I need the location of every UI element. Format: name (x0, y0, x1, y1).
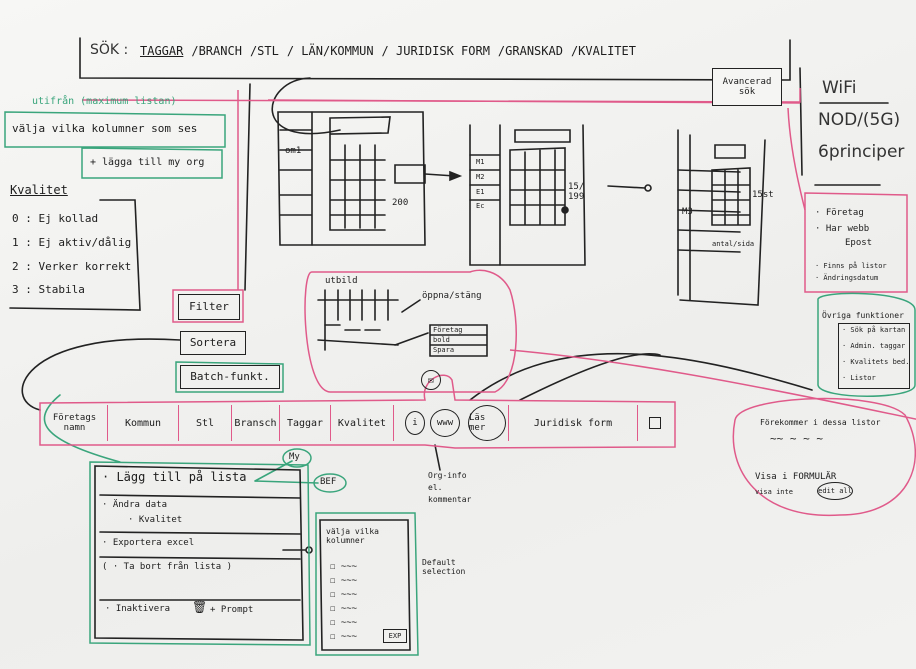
screen3-label: M3 (682, 207, 693, 217)
quality-level-1: 1 : Ej aktiv/dålig (12, 236, 132, 249)
org-info-note: Org-info el. kommentar (428, 471, 472, 504)
detail-item: · Finns på listor (815, 262, 887, 270)
screen3-count: 15st (752, 190, 774, 200)
mail-icon[interactable]: ✉ (421, 370, 441, 390)
deactivate-item[interactable]: · Inaktivera (105, 604, 171, 614)
note-nod: NOD/(5G) (818, 110, 901, 130)
column-quality[interactable]: Kvalitet (331, 405, 394, 441)
other-function-item[interactable]: · Sök på kartan (842, 326, 906, 334)
screen2-item: E1 (476, 188, 485, 196)
batch-functions-button[interactable]: Batch-funkt. (180, 365, 280, 389)
search-label: SÖK : (90, 42, 129, 58)
column-municipality[interactable]: Kommun (108, 405, 179, 441)
filter-county[interactable]: / LÄN/KOMMUN (286, 44, 374, 58)
add-my-org-button[interactable]: + lägga till my org (90, 157, 205, 168)
edit-all-button[interactable]: edit all (817, 482, 853, 500)
screen1-label: om1 (285, 146, 302, 156)
note-wifi: WiFi (822, 78, 857, 98)
quality-level-3: 3 : Stabila (12, 283, 85, 296)
filter-button[interactable]: Filter (178, 294, 240, 320)
column-legal-form[interactable]: Juridisk form (508, 405, 638, 441)
read-more-link[interactable]: Läs mer (468, 405, 506, 441)
column-checkbox[interactable]: ☐ ~~~ (330, 576, 358, 586)
hide-label: visa inte (755, 488, 793, 496)
utbild-menu-item[interactable]: bold (433, 336, 450, 344)
www-link[interactable]: www (430, 409, 460, 437)
column-tags[interactable]: Taggar (280, 405, 331, 441)
add-to-list-item[interactable]: · Lägg till på lista (102, 470, 247, 484)
filter-tags[interactable]: TAGGAR (140, 44, 184, 58)
other-functions-list: · Sök på kartan · Admin. taggar · Kvalit… (838, 323, 910, 389)
screen2-item: M1 (476, 158, 485, 166)
column-checkbox[interactable]: ☐ ~~~ (330, 632, 358, 642)
column-checkbox-list: ☐ ~~~ ☐ ~~~ ☐ ~~~ ☐ ~~~ ☐ ~~~ ☐ ~~~ (330, 560, 357, 644)
change-quality-item[interactable]: · Kvalitet (128, 515, 183, 525)
columns-hint: utifrån (maximum listan) (32, 96, 177, 107)
filter-branch[interactable]: /BRANCH (191, 44, 242, 58)
export-excel-item[interactable]: · Exportera excel (102, 538, 195, 548)
checkbox-icon[interactable] (649, 417, 661, 429)
search-filter-list: TAGGAR /BRANCH /STL / LÄN/KOMMUN / JURID… (140, 44, 636, 58)
utbild-menu-item[interactable]: Företag (433, 326, 463, 334)
filter-quality[interactable]: /KVALITET (570, 44, 636, 58)
filter-legal-form[interactable]: / JURIDISK FORM (381, 44, 490, 58)
column-size[interactable]: Stl (179, 405, 232, 441)
quality-title: Kvalitet (10, 183, 68, 197)
trash-icon: 🗑 (192, 600, 208, 614)
quality-level-2: 2 : Verker korrekt (12, 260, 132, 273)
note-principles: 6principer (818, 142, 905, 162)
bef-list-option[interactable]: BEF (320, 477, 337, 487)
change-data-item[interactable]: · Ändra data (102, 500, 168, 510)
quality-level-0: 0 : Ej kollad (12, 212, 99, 225)
other-function-item[interactable]: · Admin. taggar (842, 342, 906, 350)
lists-bubble-title: Förekommer i dessa listor (760, 418, 881, 427)
screen3-footer: antal/sida (712, 240, 755, 248)
sort-button[interactable]: Sortera (180, 331, 246, 355)
other-functions-title: Övriga funktioner (822, 311, 904, 320)
remove-from-list-item[interactable]: ( · Ta bort från lista ) (102, 562, 233, 572)
detail-item: · Företag (815, 208, 864, 218)
column-branch[interactable]: Bransch (232, 405, 280, 441)
filter-reviewed[interactable]: /GRANSKAD (497, 44, 563, 58)
list-placeholders: ~~ ~ ~ ~ (770, 432, 823, 445)
show-in-form-label: Visa i FORMULÄR (755, 472, 837, 482)
default-selection-note: Default selection (422, 558, 466, 576)
column-checkbox[interactable]: ☐ ~~~ (330, 604, 358, 614)
my-list-option[interactable]: My (289, 452, 300, 462)
screen1-count: 200 (392, 198, 409, 208)
detail-item: · Har webb (815, 224, 870, 234)
column-checkbox[interactable]: ☐ ~~~ (330, 590, 358, 600)
export-button[interactable]: EXP (383, 629, 407, 643)
advanced-search-button[interactable]: Avancerad sök (712, 68, 782, 106)
column-checkbox[interactable]: ☐ ~~~ (330, 618, 358, 628)
prompt-note: + Prompt (210, 605, 254, 615)
row-checkbox[interactable] (640, 405, 670, 441)
choose-columns-button[interactable]: välja vilka kolumner som ses (12, 122, 198, 135)
utbild-menu-item[interactable]: Spara (433, 346, 455, 354)
other-function-item[interactable]: · Kvalitets bed. (842, 358, 910, 366)
screen2-item: Ec (476, 202, 485, 210)
screen2-paging: 15/ 199 (568, 182, 585, 202)
column-company-name[interactable]: Företags namn (42, 405, 108, 441)
screen2-item: M2 (476, 173, 485, 181)
detail-item: Epost (845, 238, 873, 248)
toggle-open-close[interactable]: öppna/stäng (422, 291, 482, 301)
utbild-title: utbild (325, 276, 358, 286)
column-checkbox[interactable]: ☐ ~~~ (330, 562, 358, 572)
other-function-item[interactable]: · Listor (842, 374, 876, 382)
info-icon[interactable]: i (405, 411, 425, 435)
filter-size[interactable]: /STL (249, 44, 279, 58)
column-chooser-title: välja vilka kolumner (326, 527, 379, 545)
detail-item: · Ändringsdatum (815, 274, 879, 282)
